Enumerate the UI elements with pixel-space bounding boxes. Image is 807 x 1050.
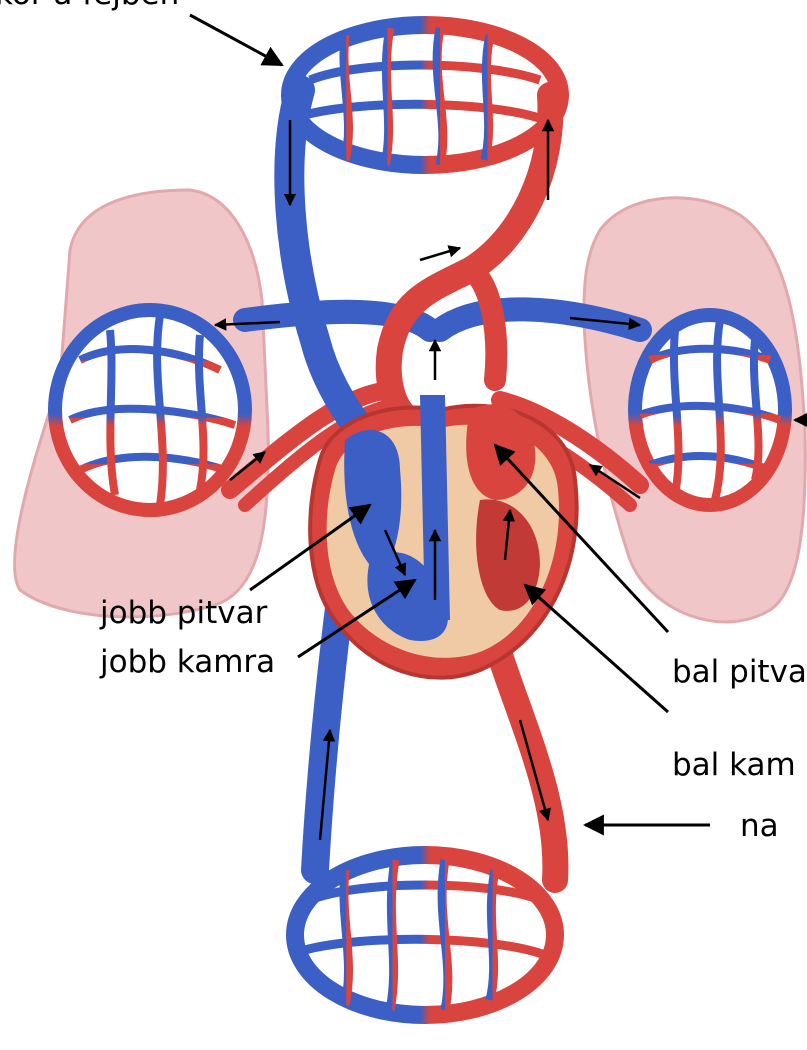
head-capillaries: [290, 25, 560, 165]
body-capillaries: [295, 855, 555, 1015]
pointer-top-left: [190, 15, 282, 65]
left-lung-capillaries: [55, 310, 245, 510]
label-bottom-right: na: [740, 808, 779, 844]
label-bal-pitvar: bal pitva: [672, 654, 807, 690]
right-lung-capillaries: [635, 315, 785, 505]
heart: [310, 395, 577, 678]
pointer-bal-kamra: [525, 585, 668, 712]
label-jobb-kamra: jobb kamra: [99, 644, 275, 680]
label-jobb-pitvar: jobb pitvar: [99, 595, 268, 631]
label-top-left: kör a fejben: [0, 0, 179, 12]
label-bal-kamra: bal kam: [672, 747, 796, 783]
